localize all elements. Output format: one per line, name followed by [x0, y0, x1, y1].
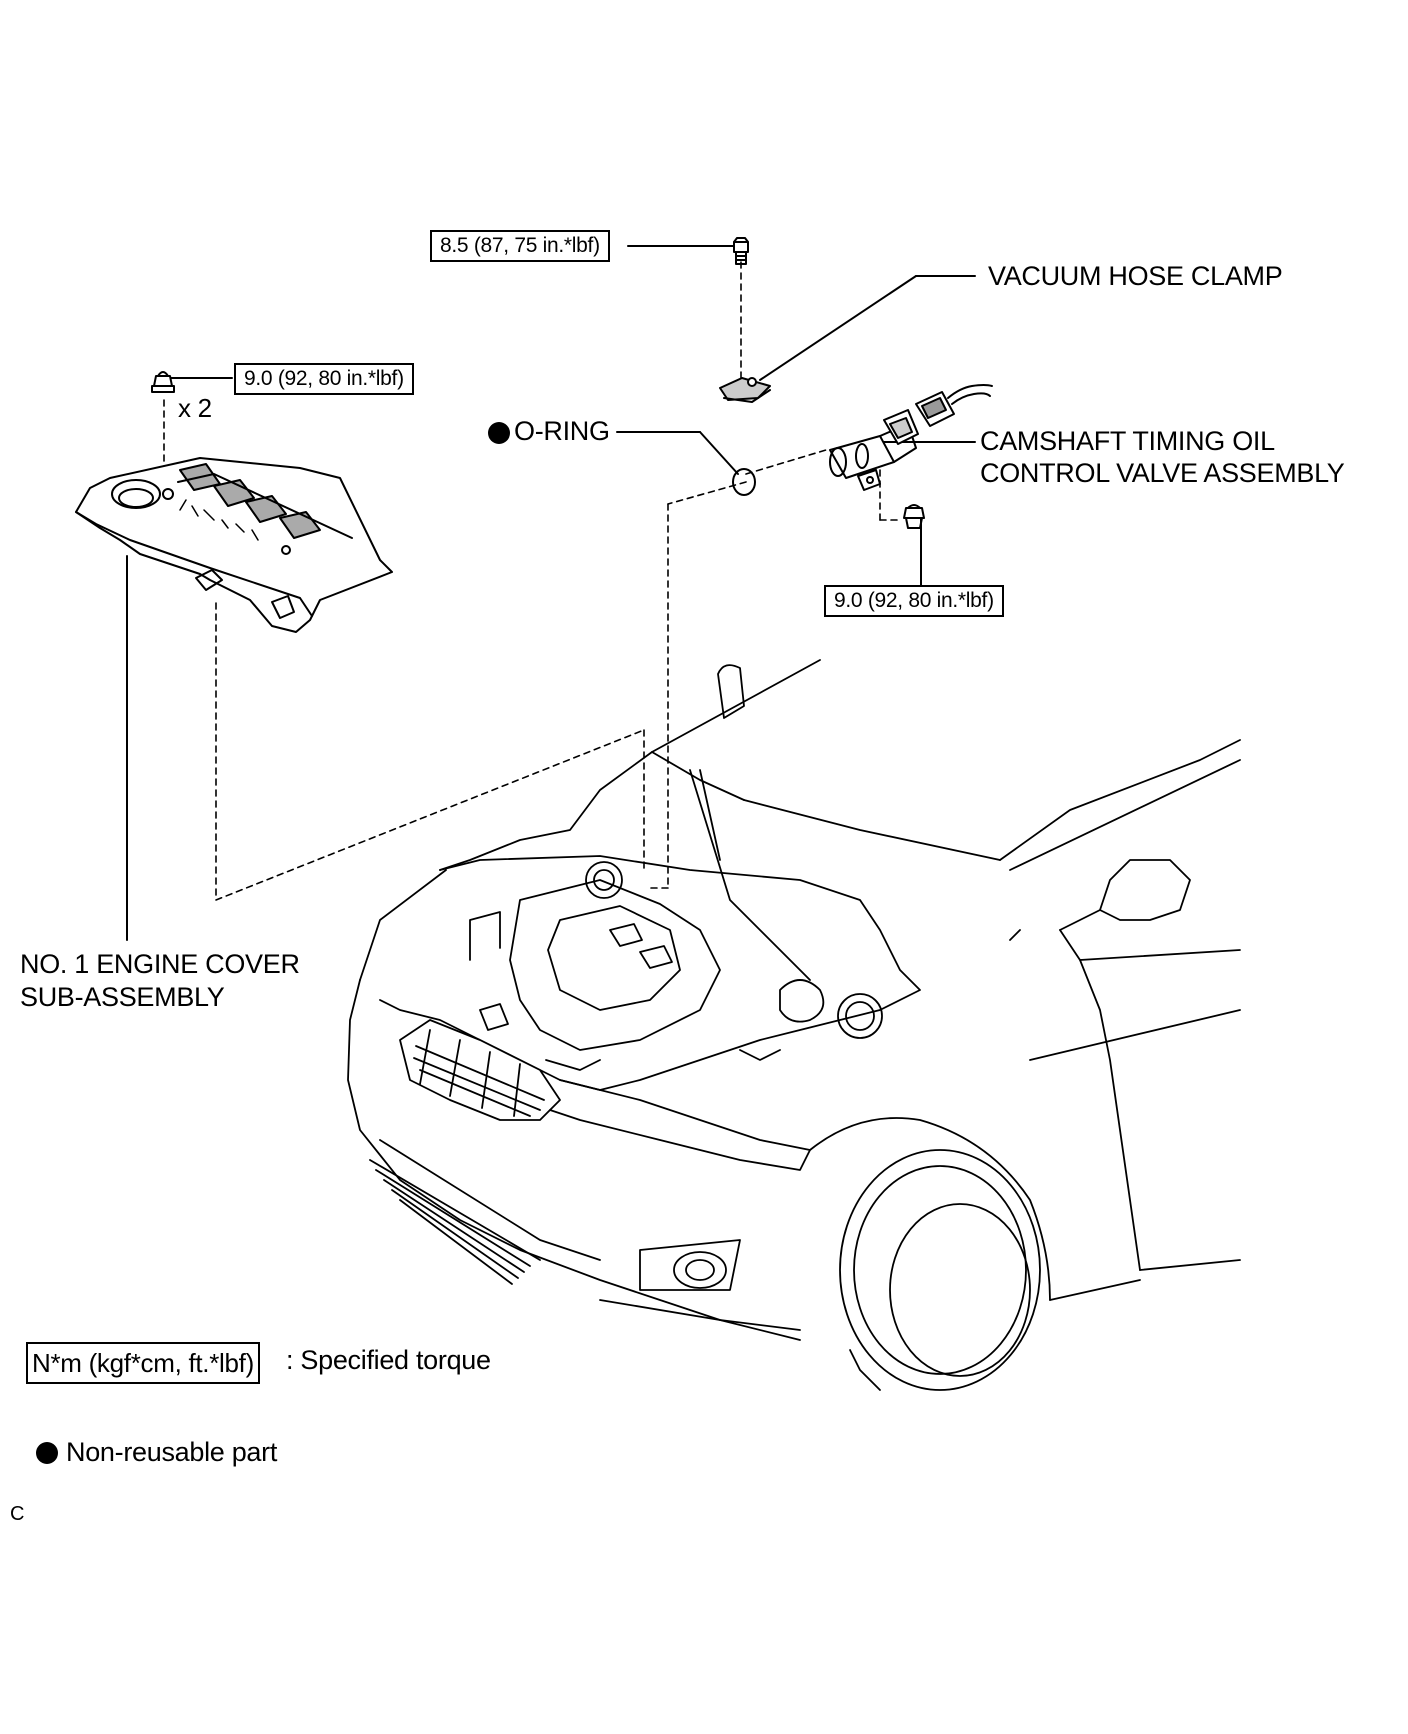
figure-code: C: [10, 1503, 25, 1525]
o-ring-part: [732, 468, 756, 496]
label-ocv-line2: CONTROL VALVE ASSEMBLY: [980, 458, 1345, 488]
cover-nut: [151, 371, 175, 393]
legend-non-reusable-dot: [36, 1442, 58, 1464]
torque-box-cover-nut: 9.0 (92, 80 in.*lbf): [234, 363, 414, 395]
vehicle-outline: [347, 659, 1241, 1391]
ocv-bolt: [903, 504, 925, 529]
torque-box-ocv-bolt: 9.0 (92, 80 in.*lbf): [824, 585, 1004, 617]
label-engine-cover-line1: NO. 1 ENGINE COVER: [20, 949, 300, 979]
vacuum-hose-clamp-part: [719, 377, 771, 403]
label-vacuum-hose-clamp: VACUUM HOSE CLAMP: [988, 261, 1283, 291]
engine-cover-part: [75, 457, 393, 633]
legend-non-reusable-desc: Non-reusable part: [66, 1437, 278, 1467]
torque-box-clamp-bolt: 8.5 (87, 75 in.*lbf): [430, 230, 610, 262]
oil-control-valve-part: [829, 384, 993, 491]
label-ocv-line1: CAMSHAFT TIMING OIL: [980, 426, 1275, 456]
non-reusable-marker-o-ring: [488, 422, 510, 444]
leader-lines: [126, 245, 976, 941]
legend-torque-unit-box: N*m (kgf*cm, ft.*lbf): [26, 1342, 260, 1384]
label-quantity: x 2: [178, 393, 212, 423]
clamp-bolt: [733, 237, 749, 265]
label-o-ring: O-RING: [514, 416, 610, 446]
legend-torque-desc: : Specified torque: [286, 1345, 491, 1375]
label-engine-cover-line2: SUB-ASSEMBLY: [20, 982, 225, 1012]
